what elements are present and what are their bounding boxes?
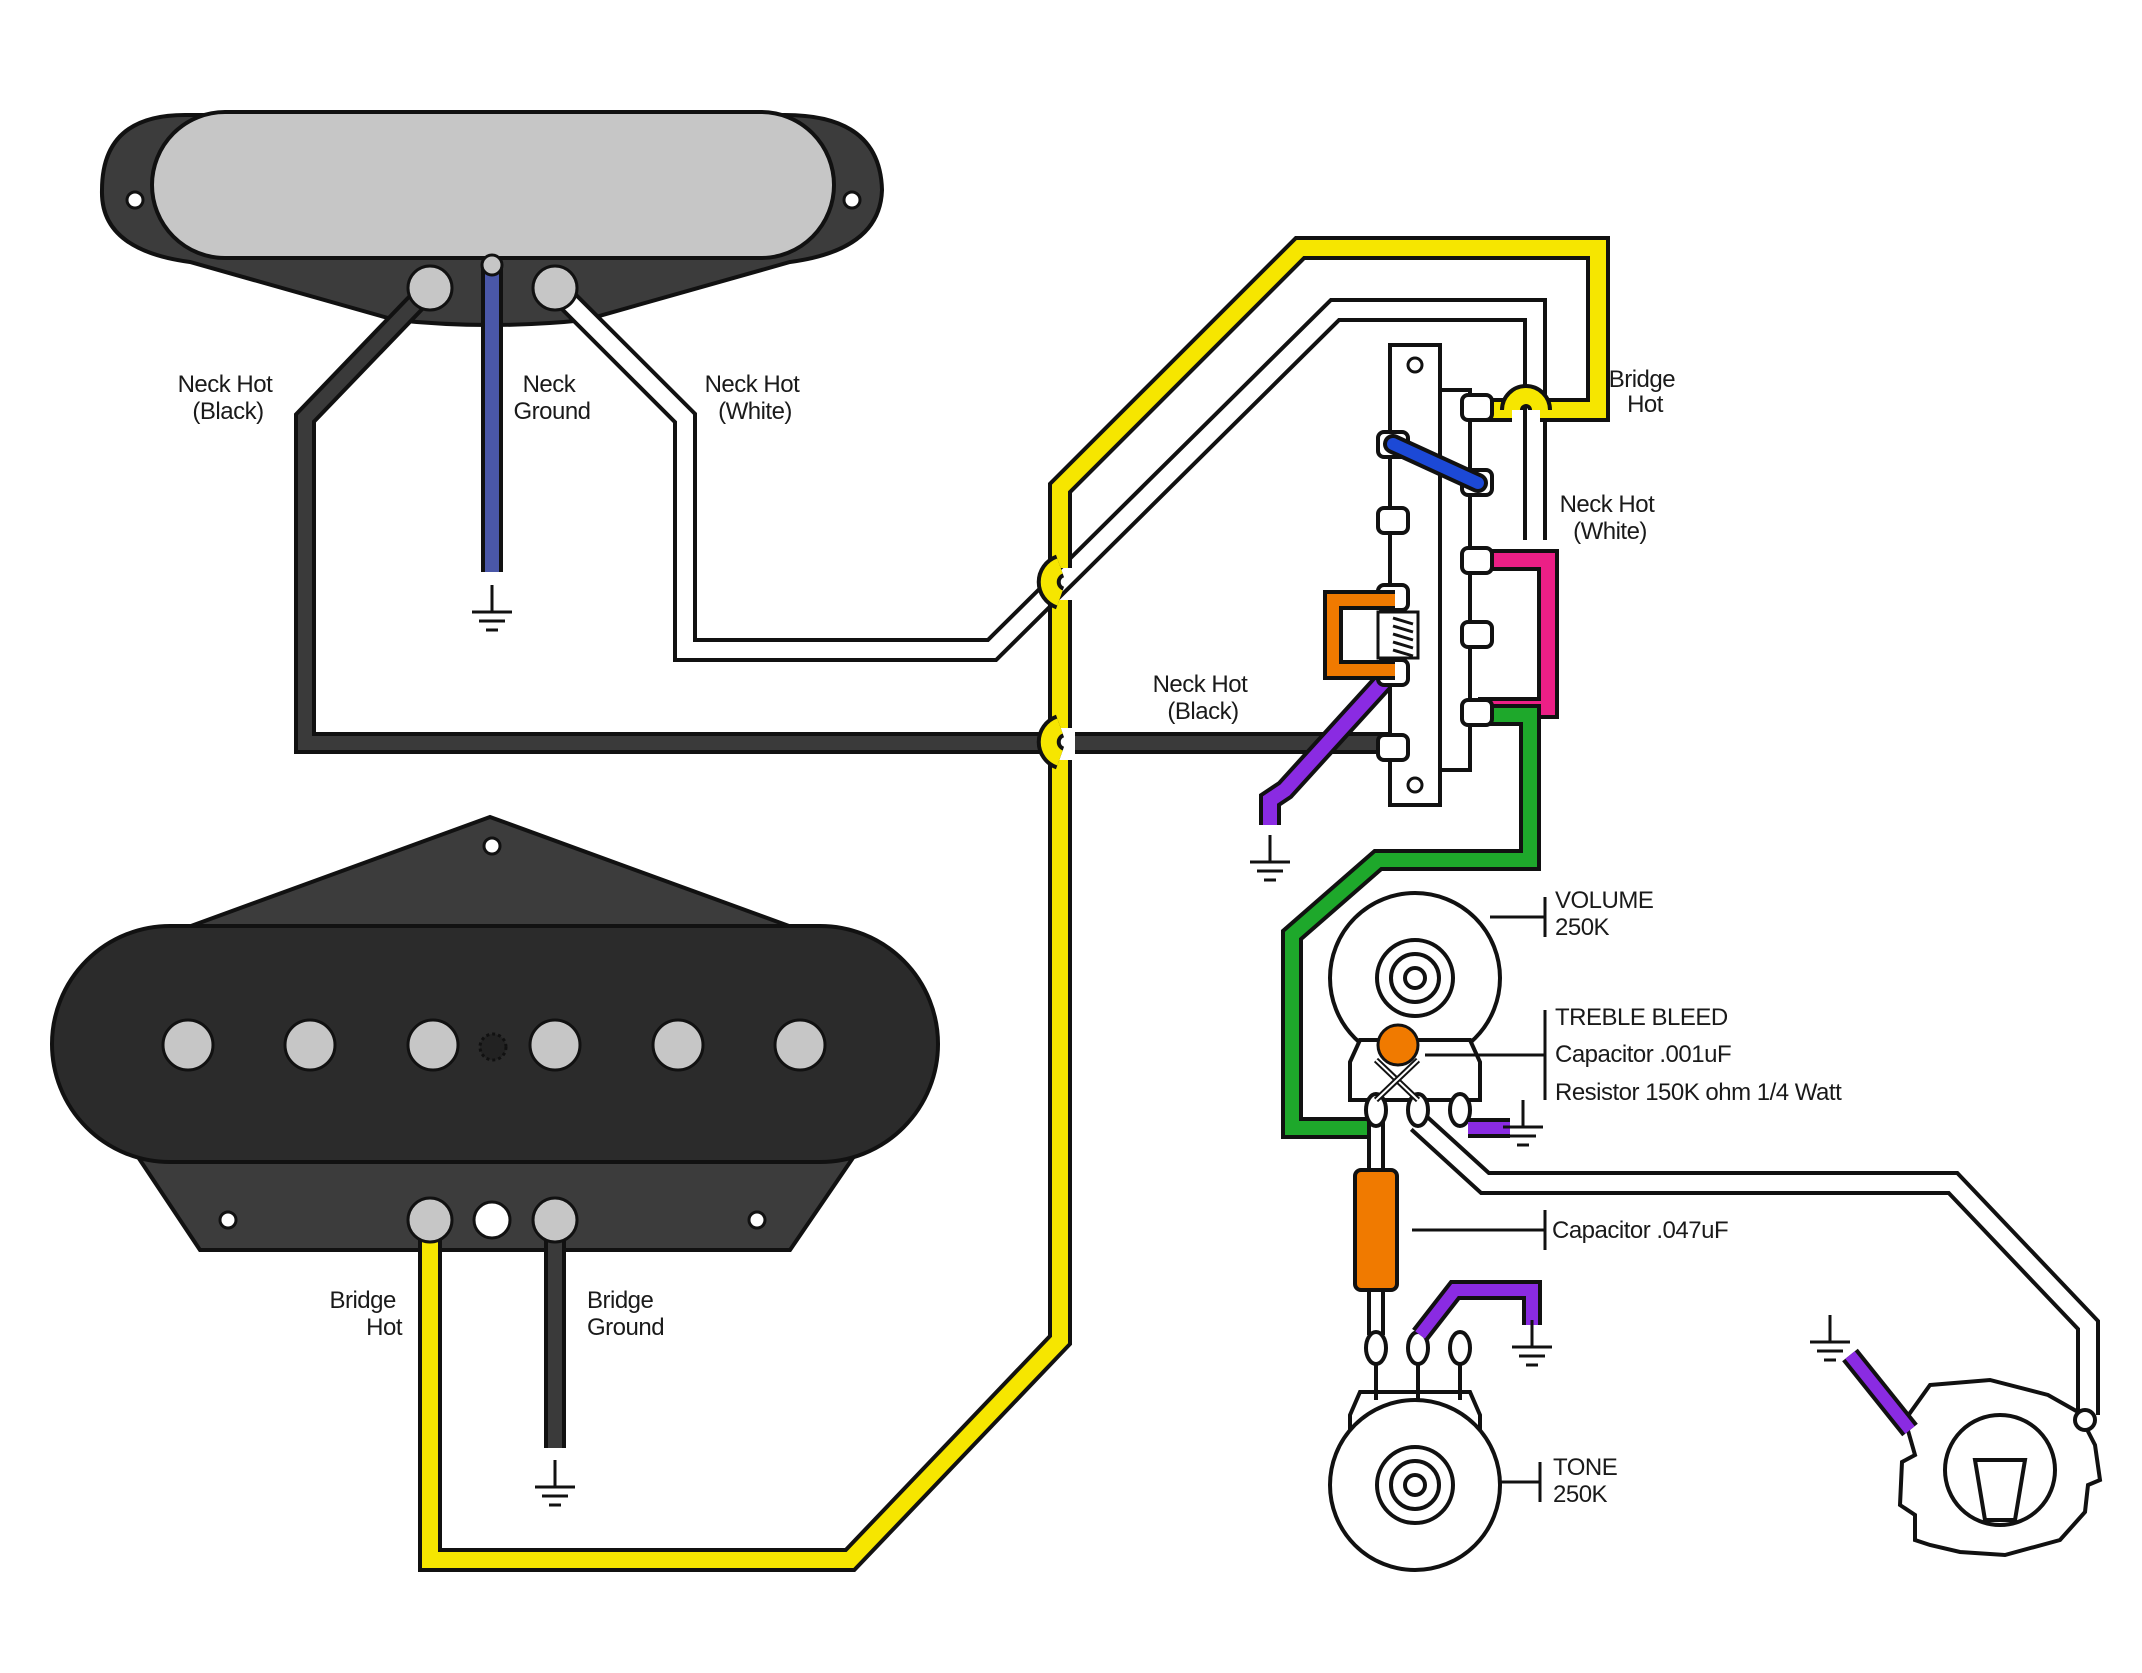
tone-capacitor: [1353, 1168, 1399, 1292]
bridge-baseplate-top: [179, 814, 801, 932]
bridge-terminal-middle: [472, 1200, 512, 1240]
switch-lug-l5: [1376, 733, 1410, 762]
bridge-pole-6: [773, 1018, 827, 1072]
volume-pot: [1328, 891, 1502, 1128]
volume-lug-1: [1364, 1092, 1388, 1128]
switch-lug-r1: [1460, 393, 1494, 422]
tone-pot: [1328, 1330, 1502, 1572]
switch-body: [1438, 388, 1472, 772]
bridge-pole-2: [283, 1018, 337, 1072]
jack-ground-purple-wire: [1842, 1348, 1918, 1437]
bridge-mount-hole-left: [218, 1210, 238, 1230]
label-neck-ground: Neck Ground: [513, 371, 590, 425]
jack-hot-lug: [2073, 1408, 2097, 1432]
label-tone: TONE 250K: [1553, 1454, 1623, 1508]
leader-lines: [1412, 897, 1547, 1502]
label-neck-hot-black: Neck Hot (Black): [178, 371, 279, 425]
bridge-terminal-hot: [406, 1196, 454, 1244]
neck-pickup: [99, 110, 885, 327]
ground-symbol-bridge: [535, 1460, 575, 1507]
volume-lug-2: [1406, 1092, 1430, 1128]
treble-bleed-capacitor: [1376, 1023, 1420, 1067]
switch-screw-bottom: [1406, 776, 1424, 794]
bridge-pickup: [50, 814, 940, 1252]
switch-lug-l2: [1376, 506, 1410, 535]
ground-symbol-tone: [1512, 1320, 1552, 1367]
3-way-switch: [1376, 343, 1494, 807]
neck-terminal-ground: [480, 253, 504, 277]
label-bridge-ground: Bridge Ground: [587, 1287, 664, 1341]
tone-pot-shaft-inner: [1403, 1473, 1427, 1497]
bridge-pole-5: [651, 1018, 705, 1072]
switch-lug-r3: [1460, 546, 1494, 575]
label-volume: VOLUME 250K: [1555, 887, 1660, 941]
bridge-center-hole: [478, 1032, 508, 1062]
bridge-terminal-ground: [531, 1196, 579, 1244]
neck-hot-white-wire: [546, 279, 1547, 662]
neck-mount-hole-right: [842, 190, 862, 210]
switch-spring: [1392, 616, 1414, 658]
jack-tip-lug: [1972, 1458, 2028, 1522]
bridge-hot-yellow-wire: [418, 236, 1610, 1572]
ground-symbol-switch: [1250, 835, 1290, 882]
output-jack: [1897, 1377, 2103, 1558]
ground-symbol-volume: [1503, 1100, 1543, 1147]
label-bridge-hot-bottom: Bridge Hot: [329, 1287, 402, 1341]
volume-lug-3: [1448, 1092, 1472, 1128]
neck-mount-hole-left: [125, 190, 145, 210]
bridge-pole-3: [406, 1018, 460, 1072]
volume-pot-shaft-inner: [1403, 966, 1427, 990]
switch-lug-r5: [1460, 698, 1494, 727]
volume-to-jack-white-wire: [1409, 1113, 2100, 1415]
bridge-mount-hole-right: [747, 1210, 767, 1230]
tone-lug-3: [1448, 1330, 1472, 1366]
switch-to-volume-green-wire: [1281, 704, 1541, 1139]
neck-terminal-black: [406, 264, 454, 312]
bridge-pole-4: [528, 1018, 582, 1072]
switch-ground-purple-wire: [1259, 672, 1394, 825]
label-bridge-hot-top: Bridge Hot: [1609, 366, 1682, 418]
label-treble-bleed: TREBLE BLEED Capacitor .001uF Resistor 1…: [1555, 1004, 1842, 1106]
bridge-pole-1: [161, 1018, 215, 1072]
label-neck-hot-black-switch: Neck Hot (Black): [1153, 671, 1254, 725]
tone-lug-1: [1364, 1330, 1388, 1366]
ground-symbol-neck: [472, 585, 512, 632]
label-neck-hot-white: Neck Hot (White): [705, 371, 806, 425]
tone-ground-purple-wire: [1412, 1280, 1542, 1342]
label-neck-hot-white-switch: Neck Hot (White): [1560, 491, 1661, 545]
switch-lug-r4: [1460, 620, 1494, 649]
neck-terminal-white: [531, 264, 579, 312]
bridge-mount-hole-top: [482, 836, 502, 856]
ground-symbol-jack: [1810, 1315, 1850, 1362]
switch-screw-top: [1406, 356, 1424, 374]
label-tone-capacitor: Capacitor .047uF: [1552, 1217, 1728, 1244]
neck-pickup-cover: [150, 110, 836, 260]
